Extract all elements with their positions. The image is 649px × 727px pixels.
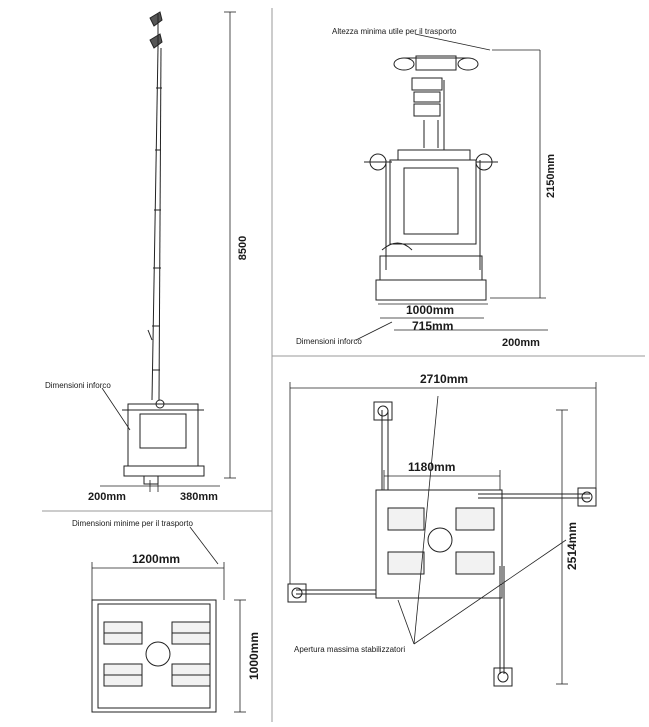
side-height-label: 8500 [237, 236, 249, 260]
base-cabinet [122, 399, 205, 485]
front-height-label: 2150mm [545, 154, 557, 198]
top-transport-view [91, 526, 246, 713]
lamp-cluster-icon [393, 55, 479, 71]
side-view [100, 11, 236, 492]
front-width-outer: 1000mm [406, 303, 454, 317]
top-transport-width: 1200mm [132, 552, 180, 566]
mast-column [411, 77, 445, 150]
side-dim-left: 200mm [88, 491, 126, 503]
top-transport-min-dim-label: Dimensioni minime per il trasporto [72, 519, 193, 528]
front-forklift-label: Dimensioni inforco [296, 337, 362, 346]
front-cabinet [364, 149, 498, 270]
front-dimension-lines [355, 33, 548, 341]
top-open-dimension-lines [289, 382, 597, 685]
side-forklift-label: Dimensioni inforco [45, 381, 111, 390]
front-view [355, 33, 548, 341]
panel-dividers [42, 8, 645, 722]
top-open-center-width: 1180mm [408, 460, 455, 474]
top-open-view [287, 382, 597, 687]
front-offset: 200mm [502, 337, 540, 349]
top-transport-depth: 1000mm [247, 632, 261, 680]
front-width-inner: 715mm [412, 319, 453, 333]
front-base [375, 242, 487, 301]
top-open-depth: 2514mm [565, 522, 579, 570]
top-transport-dimension-lines [91, 526, 246, 713]
side-dim-right: 380mm [180, 491, 218, 503]
lamp-head-icon [149, 11, 163, 49]
bottom-dimension-lines [100, 387, 220, 492]
stabilizer-pad-icon [287, 401, 597, 687]
lamp-panels [103, 621, 211, 687]
front-transport-height-label: Altezza minima utile per il trasporto [332, 27, 457, 36]
lamp-panels-open [387, 507, 495, 575]
stabilizer-arms [296, 410, 590, 674]
height-dimension-line [224, 11, 236, 479]
top-open-width: 2710mm [420, 372, 468, 386]
top-open-stabilizer-label: Apertura massima stabilizzatori [294, 645, 405, 654]
telescopic-mast [147, 47, 162, 401]
